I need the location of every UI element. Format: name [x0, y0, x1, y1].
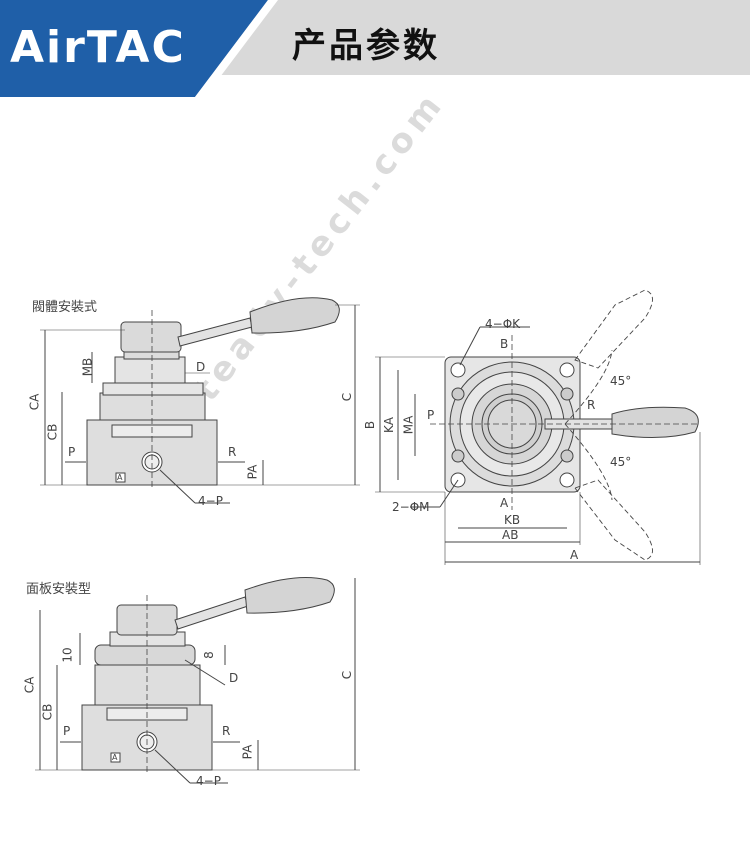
angle-45-lower: 45° — [610, 455, 632, 469]
dim-8: 8 — [201, 651, 216, 659]
box-a-panel: A — [112, 753, 118, 762]
dim-c-panel: C — [340, 670, 355, 680]
dim-ka: KA — [381, 417, 396, 433]
dim-ca-panel: CA — [22, 676, 37, 694]
header-background — [0, 0, 750, 97]
brand-logo: AirTAC — [10, 22, 186, 73]
port-r: R — [228, 445, 237, 459]
dim-c: C — [340, 392, 355, 402]
top-view — [375, 289, 701, 565]
dim-ma: MA — [401, 415, 416, 435]
dim-b-side: B — [363, 420, 378, 430]
valve-mount-view — [40, 297, 360, 504]
dim-cb: CB — [45, 423, 60, 441]
port-p: P — [68, 445, 76, 459]
page-title: 产品参数 — [292, 26, 440, 66]
dim-pa-panel: PA — [240, 744, 255, 760]
dim-kb: KB — [504, 513, 521, 527]
dim-10: 10 — [60, 647, 75, 663]
dim-ca: CA — [27, 393, 42, 411]
port-r-panel: R — [222, 724, 231, 738]
port-r-top: R — [587, 398, 596, 412]
dim-ab: AB — [502, 528, 519, 542]
port-p-top: P — [427, 408, 435, 422]
valve-mount-title: 閥體安裝式 — [32, 300, 98, 315]
dim-mb: MB — [80, 357, 95, 377]
dim-4p: 4−P — [198, 494, 223, 508]
port-p-panel: P — [63, 724, 71, 738]
panel-mount-title: 面板安裝型 — [26, 582, 92, 597]
dim-d: D — [196, 360, 206, 374]
header-banner: AirTAC 产品参数 — [0, 0, 750, 100]
panel-mount-view — [35, 577, 360, 784]
port-a-bottom: A — [500, 496, 509, 510]
angle-45-upper: 45° — [610, 374, 632, 388]
dim-4pk: 4−ΦK — [485, 317, 521, 331]
dim-a-total: A — [570, 548, 579, 562]
dim-2pm: 2−ΦM — [392, 500, 430, 514]
dim-pa: PA — [245, 464, 260, 480]
dim-4p-panel: 4−P — [196, 774, 221, 788]
box-a: A — [117, 473, 123, 482]
dim-d-panel: D — [229, 671, 239, 685]
port-b-top: B — [500, 337, 509, 351]
dim-cb-panel: CB — [40, 703, 55, 721]
